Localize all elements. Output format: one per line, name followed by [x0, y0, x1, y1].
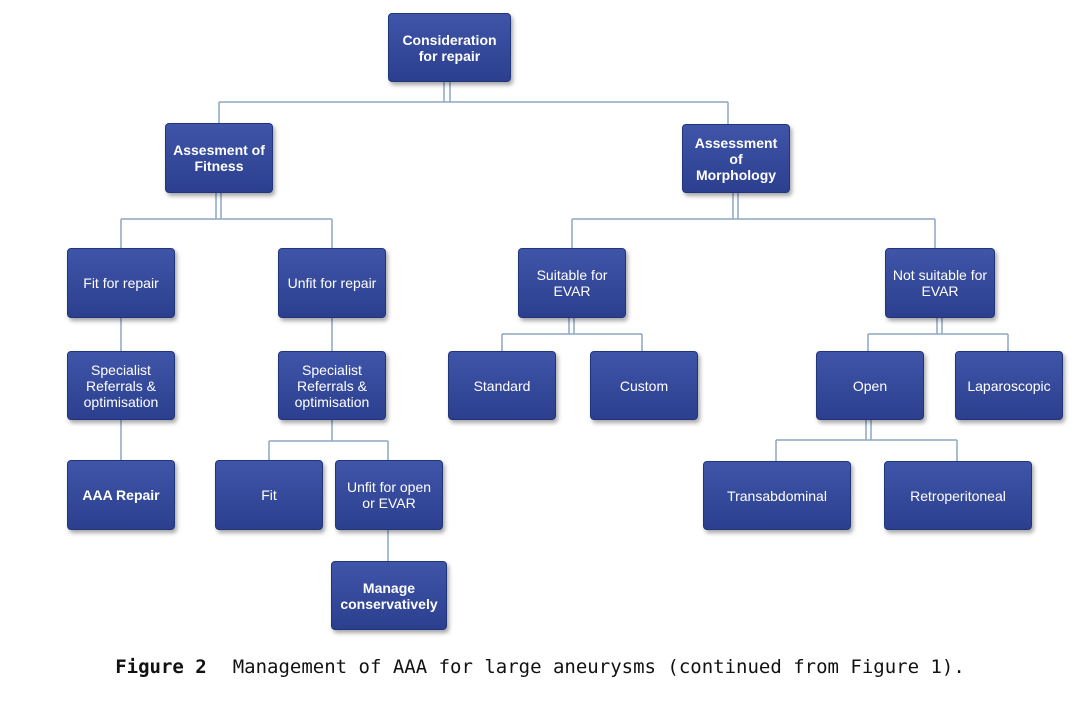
node-suitable-for-evar: Suitable for EVAR: [518, 248, 626, 318]
figure-label: Figure 2: [115, 656, 207, 678]
figure-caption-text: Management of AAA for large aneurysms (c…: [232, 656, 965, 678]
node-consideration-for-repair: Consideration for repair: [388, 13, 511, 82]
node-unfit-for-repair: Unfit for repair: [278, 248, 386, 318]
node-specialist-referrals-right: Specialist Referrals & optimisation: [278, 351, 386, 420]
node-fit-for-repair: Fit for repair: [67, 248, 175, 318]
node-assessment-of-fitness: Assesment of Fitness: [165, 123, 273, 193]
figure-caption: Figure 2 Management of AAA for large aneu…: [0, 656, 1080, 678]
node-open: Open: [816, 351, 924, 420]
node-transabdominal: Transabdominal: [703, 461, 851, 530]
node-manage-conservatively: Manage conservatively: [331, 561, 447, 630]
node-not-suitable-for-evar: Not suitable for EVAR: [885, 248, 995, 318]
node-custom: Custom: [590, 351, 698, 420]
node-aaa-repair: AAA Repair: [67, 460, 175, 530]
node-unfit-for-open-or-evar: Unfit for open or EVAR: [335, 460, 443, 530]
node-fit: Fit: [215, 460, 323, 530]
node-assessment-of-morphology: Assessment of Morphology: [682, 124, 790, 193]
node-laparoscopic: Laparoscopic: [955, 351, 1063, 420]
node-specialist-referrals-left: Specialist Referrals & optimisation: [67, 351, 175, 420]
node-retroperitoneal: Retroperitoneal: [884, 461, 1032, 530]
node-standard: Standard: [448, 351, 556, 420]
